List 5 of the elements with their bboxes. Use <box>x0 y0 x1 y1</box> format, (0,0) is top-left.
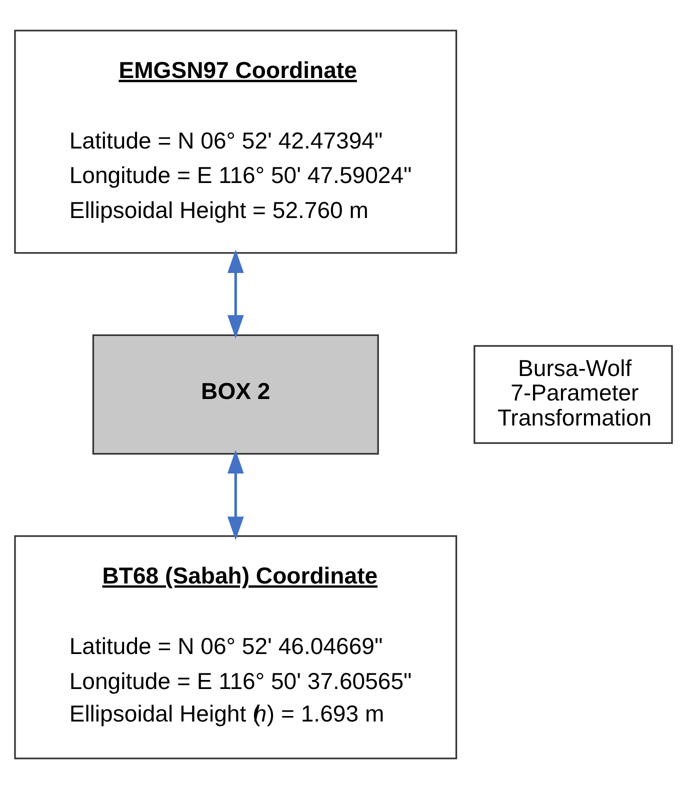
node-box: EMGSN97 Coordinate Latitude = N 06° 52' 42.47394" Longitude = E 116° 50' 47.59024" Ellipsoidal Height = 52.760 m <box>14 30 458 254</box>
node-box: Bursa-Wolf 7-Parameter Transformation <box>474 345 673 444</box>
arrow <box>227 250 244 339</box>
node-box: BOX 2 <box>92 334 379 455</box>
arrow <box>227 450 244 540</box>
